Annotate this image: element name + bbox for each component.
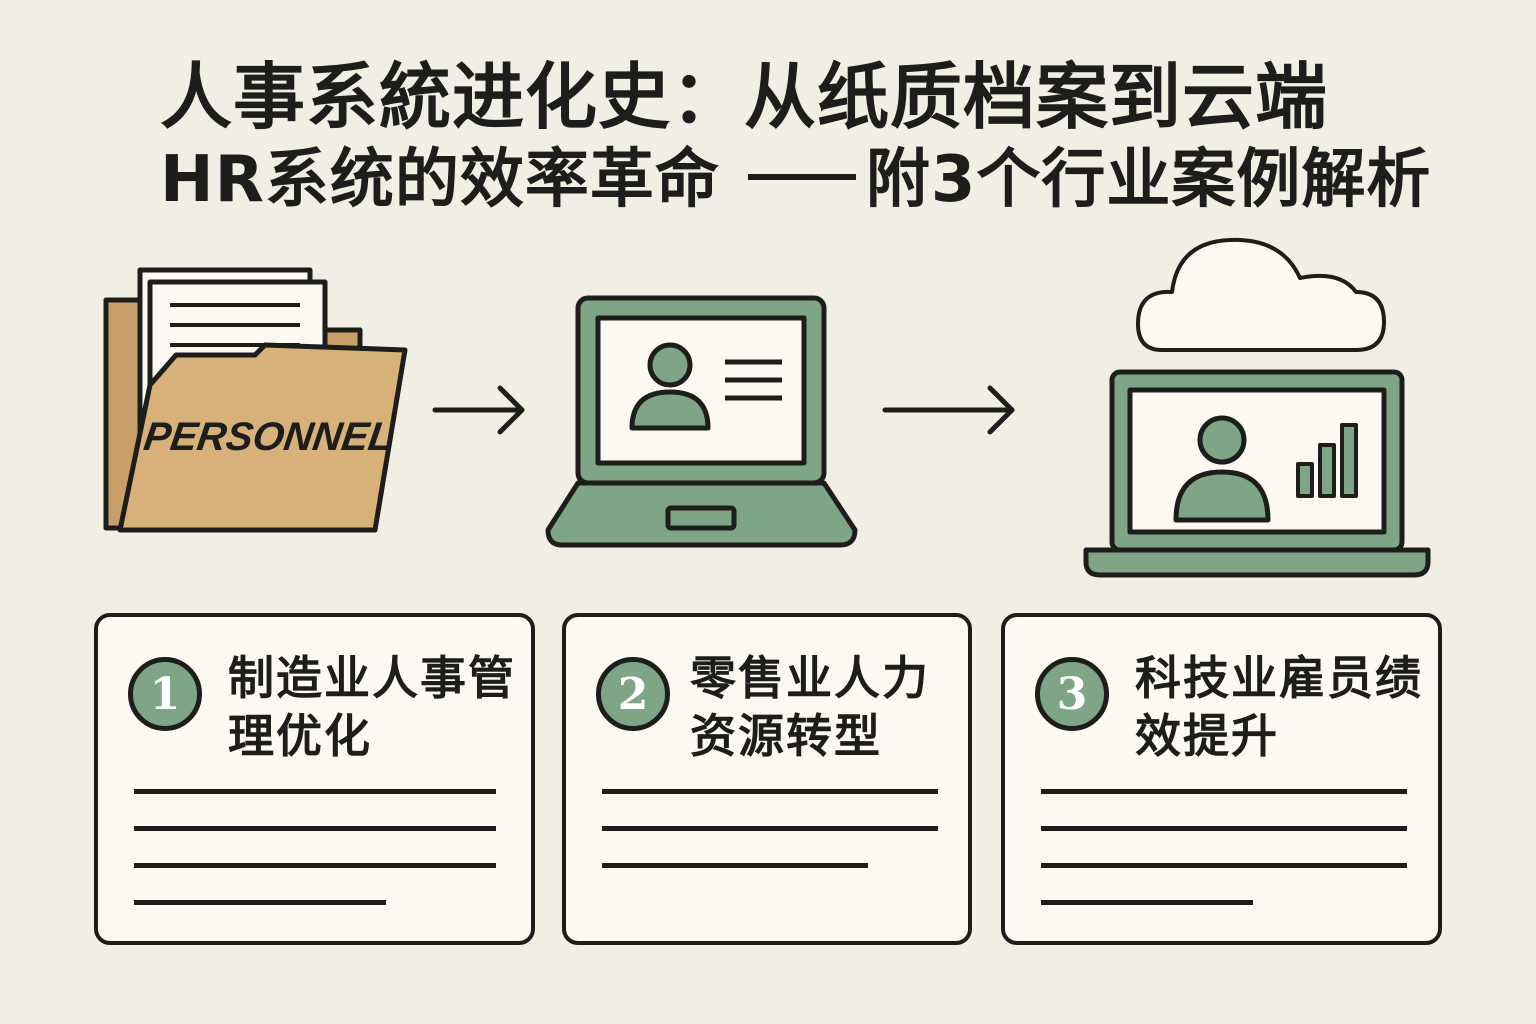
title-main: HR系统的效率革命 bbox=[160, 143, 720, 217]
text-line-placeholder bbox=[134, 900, 386, 905]
case-number-badge: 2 bbox=[596, 657, 670, 731]
text-line-placeholder bbox=[134, 826, 496, 831]
text-line-placeholder bbox=[1041, 863, 1407, 868]
text-line-placeholder bbox=[1041, 789, 1407, 794]
case-card-2: 2 零售业人力资源转型 bbox=[562, 613, 972, 945]
title-dash bbox=[747, 174, 856, 181]
title-sub: 附3个行业案例解析 bbox=[865, 143, 1432, 217]
arrow-icon bbox=[432, 385, 525, 435]
text-line-placeholder bbox=[602, 863, 868, 868]
case-card-3: 3 科技业雇员绩效提升 bbox=[1001, 613, 1442, 945]
title-line-1: 人事系統进化史：从纸质档案到云端 bbox=[160, 55, 1329, 139]
cloud-laptop-icon bbox=[1083, 237, 1431, 578]
paper-folder-icon: PERSONNEL bbox=[103, 267, 408, 533]
text-line-placeholder bbox=[602, 789, 938, 794]
case-title: 零售业人力资源转型 bbox=[690, 651, 930, 763]
title-line-2: HR系统的效率革命 附3个行业案例解析 bbox=[160, 138, 1536, 222]
text-line-placeholder bbox=[1041, 826, 1407, 831]
case-number-badge: 3 bbox=[1035, 657, 1109, 731]
text-line-placeholder bbox=[1041, 900, 1253, 905]
case-title: 科技业雇员绩效提升 bbox=[1135, 651, 1423, 763]
text-line-placeholder bbox=[602, 826, 938, 831]
evolution-illustration: PERSONNEL bbox=[103, 237, 1431, 578]
text-line-placeholder bbox=[134, 789, 496, 794]
folder-label: PERSONNEL bbox=[141, 414, 396, 459]
case-card-1: 1 制造业人事管理优化 bbox=[94, 613, 535, 945]
case-title: 制造业人事管理优化 bbox=[228, 651, 516, 763]
text-line-placeholder bbox=[134, 863, 496, 868]
case-number-badge: 1 bbox=[128, 657, 202, 731]
laptop-profile-icon bbox=[545, 295, 858, 548]
arrow-icon bbox=[882, 385, 1015, 435]
